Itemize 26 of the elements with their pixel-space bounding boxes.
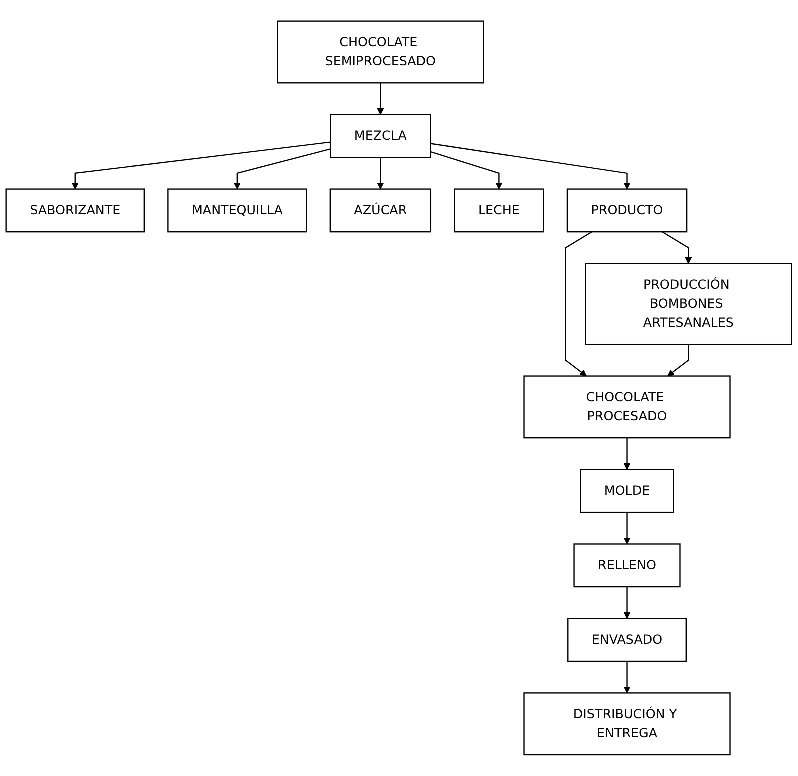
node-box: SABORIZANTE <box>6 188 146 232</box>
node-box: LECHE <box>454 188 544 232</box>
arrow <box>624 438 631 470</box>
arrow <box>234 148 331 190</box>
node-box: MOLDE <box>580 469 674 513</box>
node-box: AZÚCAR <box>330 188 432 232</box>
node-box: MEZCLA <box>330 114 432 158</box>
node-box: MANTEQUILLA <box>168 188 308 232</box>
arrow <box>72 142 331 190</box>
arrow <box>624 661 631 694</box>
arrow <box>624 512 631 544</box>
node-box: PRODUCCIÓN BOMBONES ARTESANALES <box>585 263 792 346</box>
arrow <box>668 344 690 376</box>
node-box: ENVASADO <box>568 618 687 662</box>
node-box: CHOCOLATE SEMIPROCESADO <box>277 20 484 84</box>
arrow <box>430 143 631 190</box>
arrow <box>430 151 503 190</box>
node-box: CHOCOLATE PROCESADO <box>524 376 731 438</box>
node-box: PRODUCTO <box>566 188 688 232</box>
arrow <box>624 586 631 619</box>
arrow <box>565 231 592 376</box>
node-box: DISTRIBUCIÓN Y ENTREGA <box>524 692 731 756</box>
node-box: RELLENO <box>574 543 681 588</box>
arrow <box>377 82 384 115</box>
arrow <box>662 231 692 264</box>
arrow <box>377 157 384 190</box>
